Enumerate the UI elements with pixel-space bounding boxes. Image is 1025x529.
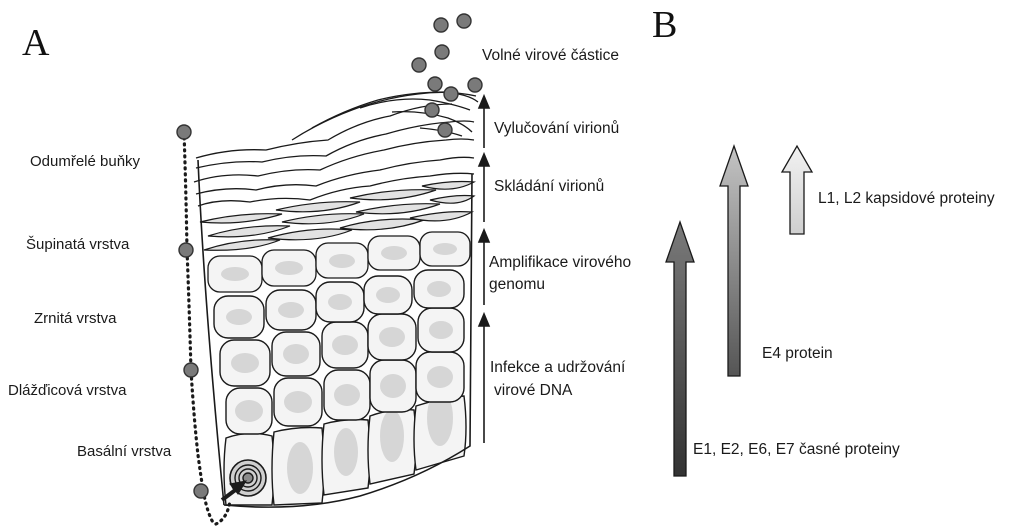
label-free-particles: Volné virové částice [482, 46, 619, 65]
virion-particles [412, 14, 482, 137]
label-basal-layer: Basální vrstva [77, 442, 171, 461]
layer-marker-dots [177, 125, 208, 498]
label-granular-layer: Zrnitá vrstva [34, 309, 117, 328]
label-genome-amplification-1: Amplifikace virového [489, 253, 631, 272]
label-infection-1: Infekce a udržování [490, 358, 625, 377]
label-squamous-layer: Šupinatá vrstva [26, 235, 129, 254]
label-genome-amplification-2: genomu [489, 275, 545, 294]
late-protein-arrow [782, 146, 812, 234]
label-infection-2: virové DNA [494, 381, 572, 400]
label-e4-protein: E4 protein [762, 344, 833, 363]
label-virion-assembly: Skládání virionů [494, 177, 604, 196]
label-late-proteins: L1, L2 kapsidové proteiny [818, 189, 995, 208]
early-protein-arrow [666, 222, 694, 476]
label-spinous-layer: Dlážďicová vrstva [8, 381, 126, 400]
label-early-proteins: E1, E2, E6, E7 časné proteiny [693, 440, 900, 459]
label-dead-cells: Odumřelé buňky [30, 152, 140, 171]
label-virion-release: Vylučování virionů [494, 119, 619, 138]
e4-protein-arrow [720, 146, 748, 376]
stage-arrows [479, 96, 489, 443]
